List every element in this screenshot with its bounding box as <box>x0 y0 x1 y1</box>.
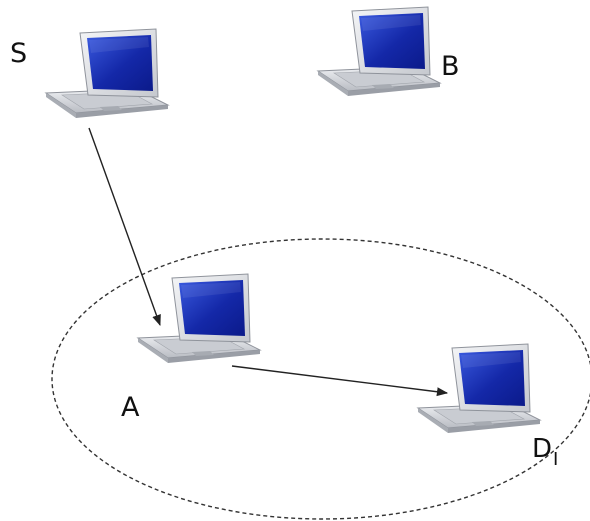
node-label-s: S <box>10 38 28 69</box>
edge-a-to-d <box>231 365 449 397</box>
node-label-d: DI <box>532 434 558 469</box>
node-label-a: A <box>121 392 140 423</box>
node-a-laptop-icon <box>137 273 261 364</box>
node-label-d-main: D <box>532 434 553 464</box>
node-d-laptop-icon <box>417 343 541 434</box>
edge-s-to-a <box>88 127 161 327</box>
node-b-laptop-icon <box>317 6 441 97</box>
region-ellipse <box>51 238 590 520</box>
node-s-laptop-icon <box>45 28 169 119</box>
node-label-b: B <box>441 51 460 82</box>
node-label-d-subscript: I <box>553 449 559 470</box>
